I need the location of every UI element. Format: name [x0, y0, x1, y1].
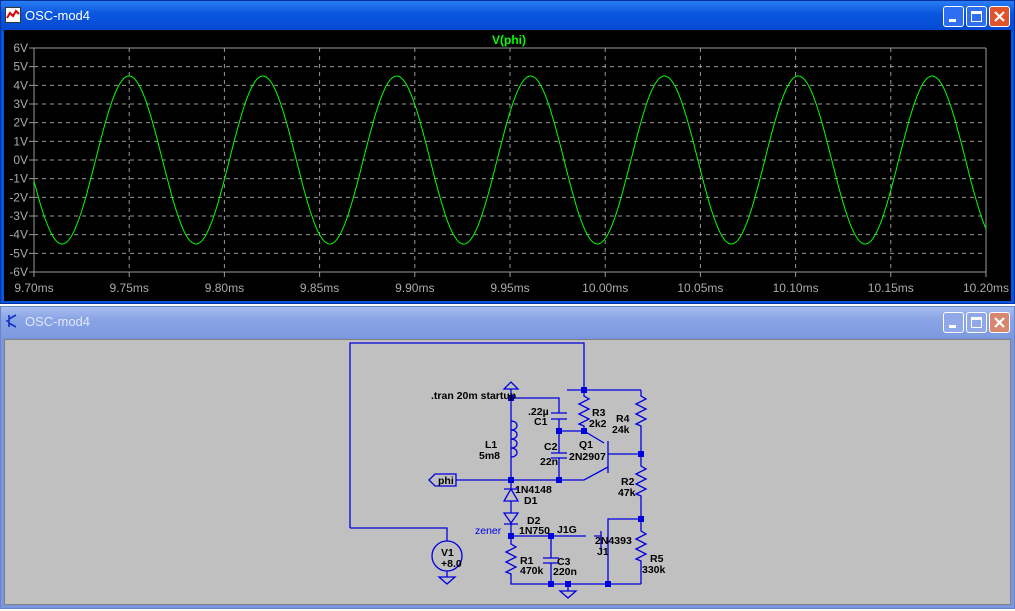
x-tick-label: 9.85ms: [300, 281, 339, 295]
y-tick-label: 6V: [13, 41, 28, 55]
net-label-phi-flag: [428, 473, 457, 487]
cap-c1: [551, 412, 567, 420]
r2-value[interactable]: 47k: [618, 487, 636, 499]
q1-value[interactable]: 2N2907: [569, 451, 606, 463]
diode-d1: [502, 487, 520, 502]
r5-value[interactable]: 330k: [642, 564, 666, 576]
supply-flag: [502, 381, 520, 390]
x-tick-label: 10.00ms: [582, 281, 628, 295]
wires: [349, 342, 648, 591]
x-tick-label: 10.15ms: [868, 281, 914, 295]
d2-value[interactable]: 1N750: [519, 525, 550, 537]
minimize-button[interactable]: [943, 312, 964, 333]
maximize-button[interactable]: [966, 6, 987, 27]
close-icon: [994, 317, 1005, 328]
y-tick-label: 0V: [13, 153, 28, 167]
x-tick-label: 10.05ms: [677, 281, 723, 295]
y-tick-label: -4V: [9, 228, 28, 242]
r2-ref[interactable]: R2: [621, 476, 635, 488]
close-icon: [994, 11, 1005, 22]
schematic[interactable]: .tran 20m startup phi zener J1G .22µ C1 …: [5, 340, 1012, 606]
v1-value[interactable]: +8.0: [441, 558, 462, 570]
cap-c2: [551, 452, 567, 459]
plot-area[interactable]: V(phi) 6V 5V 4V 3V 2V 1V 0V -1V -2V -3V -4V -5V -6V 9…: [4, 30, 1011, 301]
q1-ref[interactable]: Q1: [579, 439, 593, 451]
schematic-window: OSC-mod4 .tran 20m startup phi: [0, 306, 1015, 609]
y-tick-label: 4V: [13, 78, 28, 92]
c3-value[interactable]: 220n: [553, 566, 577, 578]
d1-value[interactable]: 1N4148: [515, 484, 552, 496]
y-tick-label: -5V: [9, 246, 28, 260]
title-bar[interactable]: OSC-mod4: [1, 307, 1014, 337]
c2-ref[interactable]: C2: [544, 441, 558, 453]
y-tick-label: 2V: [13, 116, 28, 130]
net-label-phi[interactable]: phi: [438, 475, 454, 487]
y-tick-label: 3V: [13, 97, 28, 111]
y-tick-label: -2V: [9, 190, 28, 204]
x-tick-label: 9.80ms: [205, 281, 244, 295]
r4-ref[interactable]: R4: [616, 413, 630, 425]
close-button[interactable]: [989, 6, 1010, 27]
junction-dots: [508, 387, 644, 587]
c1-ref[interactable]: C1: [534, 416, 548, 428]
d1-ref[interactable]: D1: [524, 495, 538, 507]
c3-ref[interactable]: C3: [557, 556, 571, 568]
r4-value[interactable]: 24k: [612, 424, 630, 436]
waveform-icon: [5, 7, 21, 23]
ground-icon: [437, 571, 457, 585]
minimize-icon: [949, 325, 956, 328]
net-label-zener[interactable]: zener: [475, 525, 502, 537]
ground-icon: [558, 590, 578, 599]
window-title: OSC-mod4: [25, 8, 91, 23]
net-label-j1g[interactable]: J1G: [557, 524, 577, 536]
tran-directive[interactable]: .tran 20m startup: [431, 390, 516, 402]
waveform-window: OSC-mod4 V(phi) 6V 5V 4V 3V 2V 1V 0V -1V -2V -3V -…: [0, 0, 1015, 304]
minimize-icon: [949, 19, 956, 22]
l1-ref[interactable]: L1: [485, 439, 497, 451]
x-tick-label: 9.70ms: [14, 281, 53, 295]
x-tick-label: 9.75ms: [110, 281, 149, 295]
minimize-button[interactable]: [943, 6, 964, 27]
maximize-icon: [971, 11, 982, 22]
maximize-icon: [971, 317, 982, 328]
r5-ref[interactable]: R5: [650, 553, 664, 565]
close-button[interactable]: [989, 312, 1010, 333]
schematic-canvas[interactable]: .tran 20m startup phi zener J1G .22µ C1 …: [4, 339, 1011, 605]
trace-label[interactable]: V(phi): [492, 33, 526, 47]
y-tick-label: -6V: [9, 265, 28, 279]
x-tick-label: 10.10ms: [773, 281, 819, 295]
x-tick-label: 10.20ms: [963, 281, 1009, 295]
cap-c3: [543, 557, 559, 564]
r1-value[interactable]: 470k: [520, 565, 544, 577]
j1-value[interactable]: 2N4393: [595, 535, 632, 547]
v1-ref[interactable]: V1: [441, 547, 454, 559]
x-tick-label: 9.95ms: [490, 281, 529, 295]
c2-value[interactable]: 22n: [540, 456, 558, 468]
l1-value[interactable]: 5m8: [479, 450, 500, 462]
waveform-chart[interactable]: V(phi) 6V 5V 4V 3V 2V 1V 0V -1V -2V -3V -4V -5V -6V 9…: [4, 30, 1011, 301]
x-tick-label: 9.90ms: [395, 281, 434, 295]
title-bar[interactable]: OSC-mod4: [1, 1, 1014, 31]
transistor-icon: [6, 314, 17, 328]
window-title: OSC-mod4: [25, 314, 91, 329]
r1-ref[interactable]: R1: [520, 555, 534, 567]
r3-value[interactable]: 2k2: [589, 418, 607, 430]
trace-v-phi: [33, 75, 987, 245]
j1-ref[interactable]: J1: [597, 546, 609, 558]
y-tick-label: -1V: [9, 172, 28, 186]
diode-d2: [502, 512, 520, 525]
y-tick-label: -3V: [9, 209, 28, 223]
d2-ref[interactable]: D2: [527, 515, 541, 527]
y-tick-label: 5V: [13, 60, 28, 74]
y-tick-label: 1V: [13, 134, 28, 148]
maximize-button[interactable]: [966, 312, 987, 333]
c1-value[interactable]: .22µ: [528, 406, 549, 418]
r3-ref[interactable]: R3: [592, 407, 606, 419]
